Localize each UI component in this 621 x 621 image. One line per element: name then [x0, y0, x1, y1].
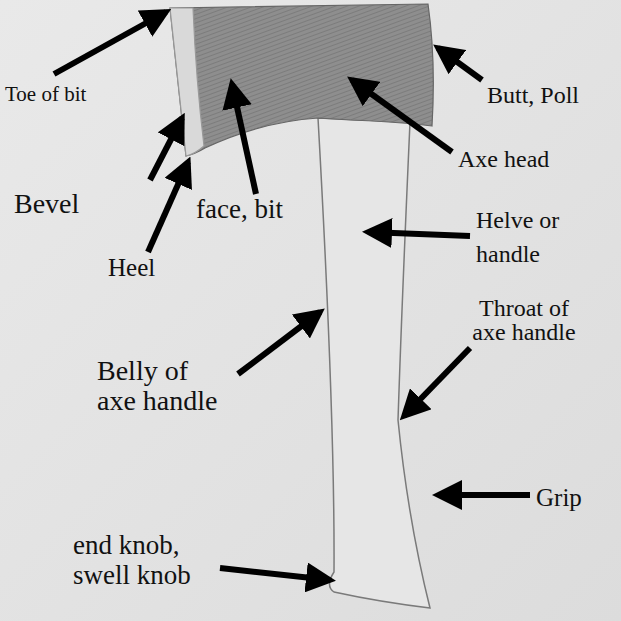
part-label: Heel — [108, 254, 155, 283]
leader-arrow — [232, 84, 256, 194]
leader-arrow — [404, 348, 470, 416]
part-label: Belly of axe handle — [97, 356, 232, 416]
leader-arrow — [220, 568, 330, 580]
leader-arrow — [368, 232, 470, 236]
part-label: Bevel — [14, 188, 79, 220]
leader-arrow — [238, 312, 320, 374]
part-label: Butt, Poll — [487, 82, 579, 110]
leader-arrow — [150, 118, 182, 180]
leader-arrow — [438, 492, 530, 498]
leader-arrow — [148, 162, 188, 252]
part-label: Toe of bit — [5, 82, 86, 106]
leader-arrow — [352, 80, 452, 152]
part-label: Helve or handle — [476, 204, 596, 271]
leader-arrow — [54, 12, 166, 74]
leader-arrow — [438, 48, 482, 80]
axe-head — [170, 4, 433, 156]
part-label: face, bit — [196, 194, 283, 225]
leader-arrows — [54, 12, 530, 580]
axe-handle — [318, 118, 430, 608]
part-label: Throat of axe handle — [460, 296, 588, 344]
part-label: Axe head — [458, 146, 549, 174]
part-label: end knob, swell knob — [73, 530, 218, 590]
part-label: Grip — [536, 484, 582, 513]
